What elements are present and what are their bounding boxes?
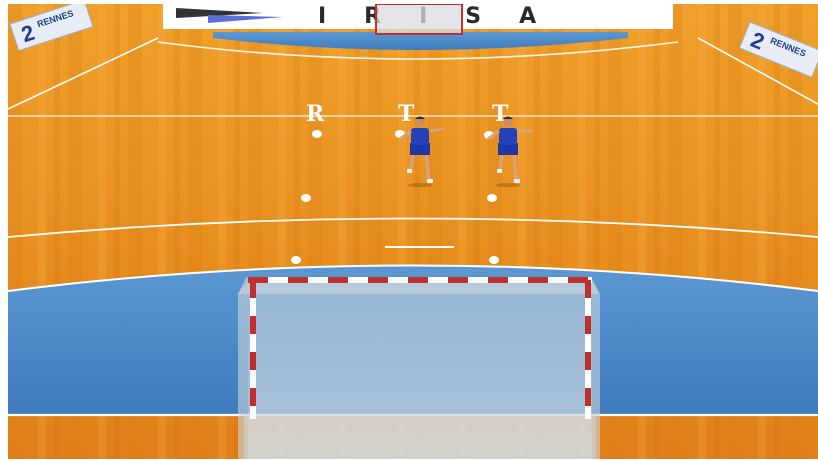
far-goal-net — [376, 4, 462, 34]
handball-court-viewport: IRISA 2 RENNES 2 RENNES R T T — [8, 4, 818, 459]
marker-dot — [312, 130, 322, 138]
near-goal — [238, 277, 600, 459]
marker-dot — [301, 194, 311, 202]
marker-label-r: R — [306, 101, 325, 127]
marker-label-t-1: T — [398, 101, 415, 127]
marker-dot — [489, 256, 499, 264]
marker-dot — [487, 194, 497, 202]
court-svg: IRISA 2 RENNES 2 RENNES R T T — [8, 4, 818, 459]
marker-dot — [291, 256, 301, 264]
goal-floor-net — [244, 414, 596, 459]
